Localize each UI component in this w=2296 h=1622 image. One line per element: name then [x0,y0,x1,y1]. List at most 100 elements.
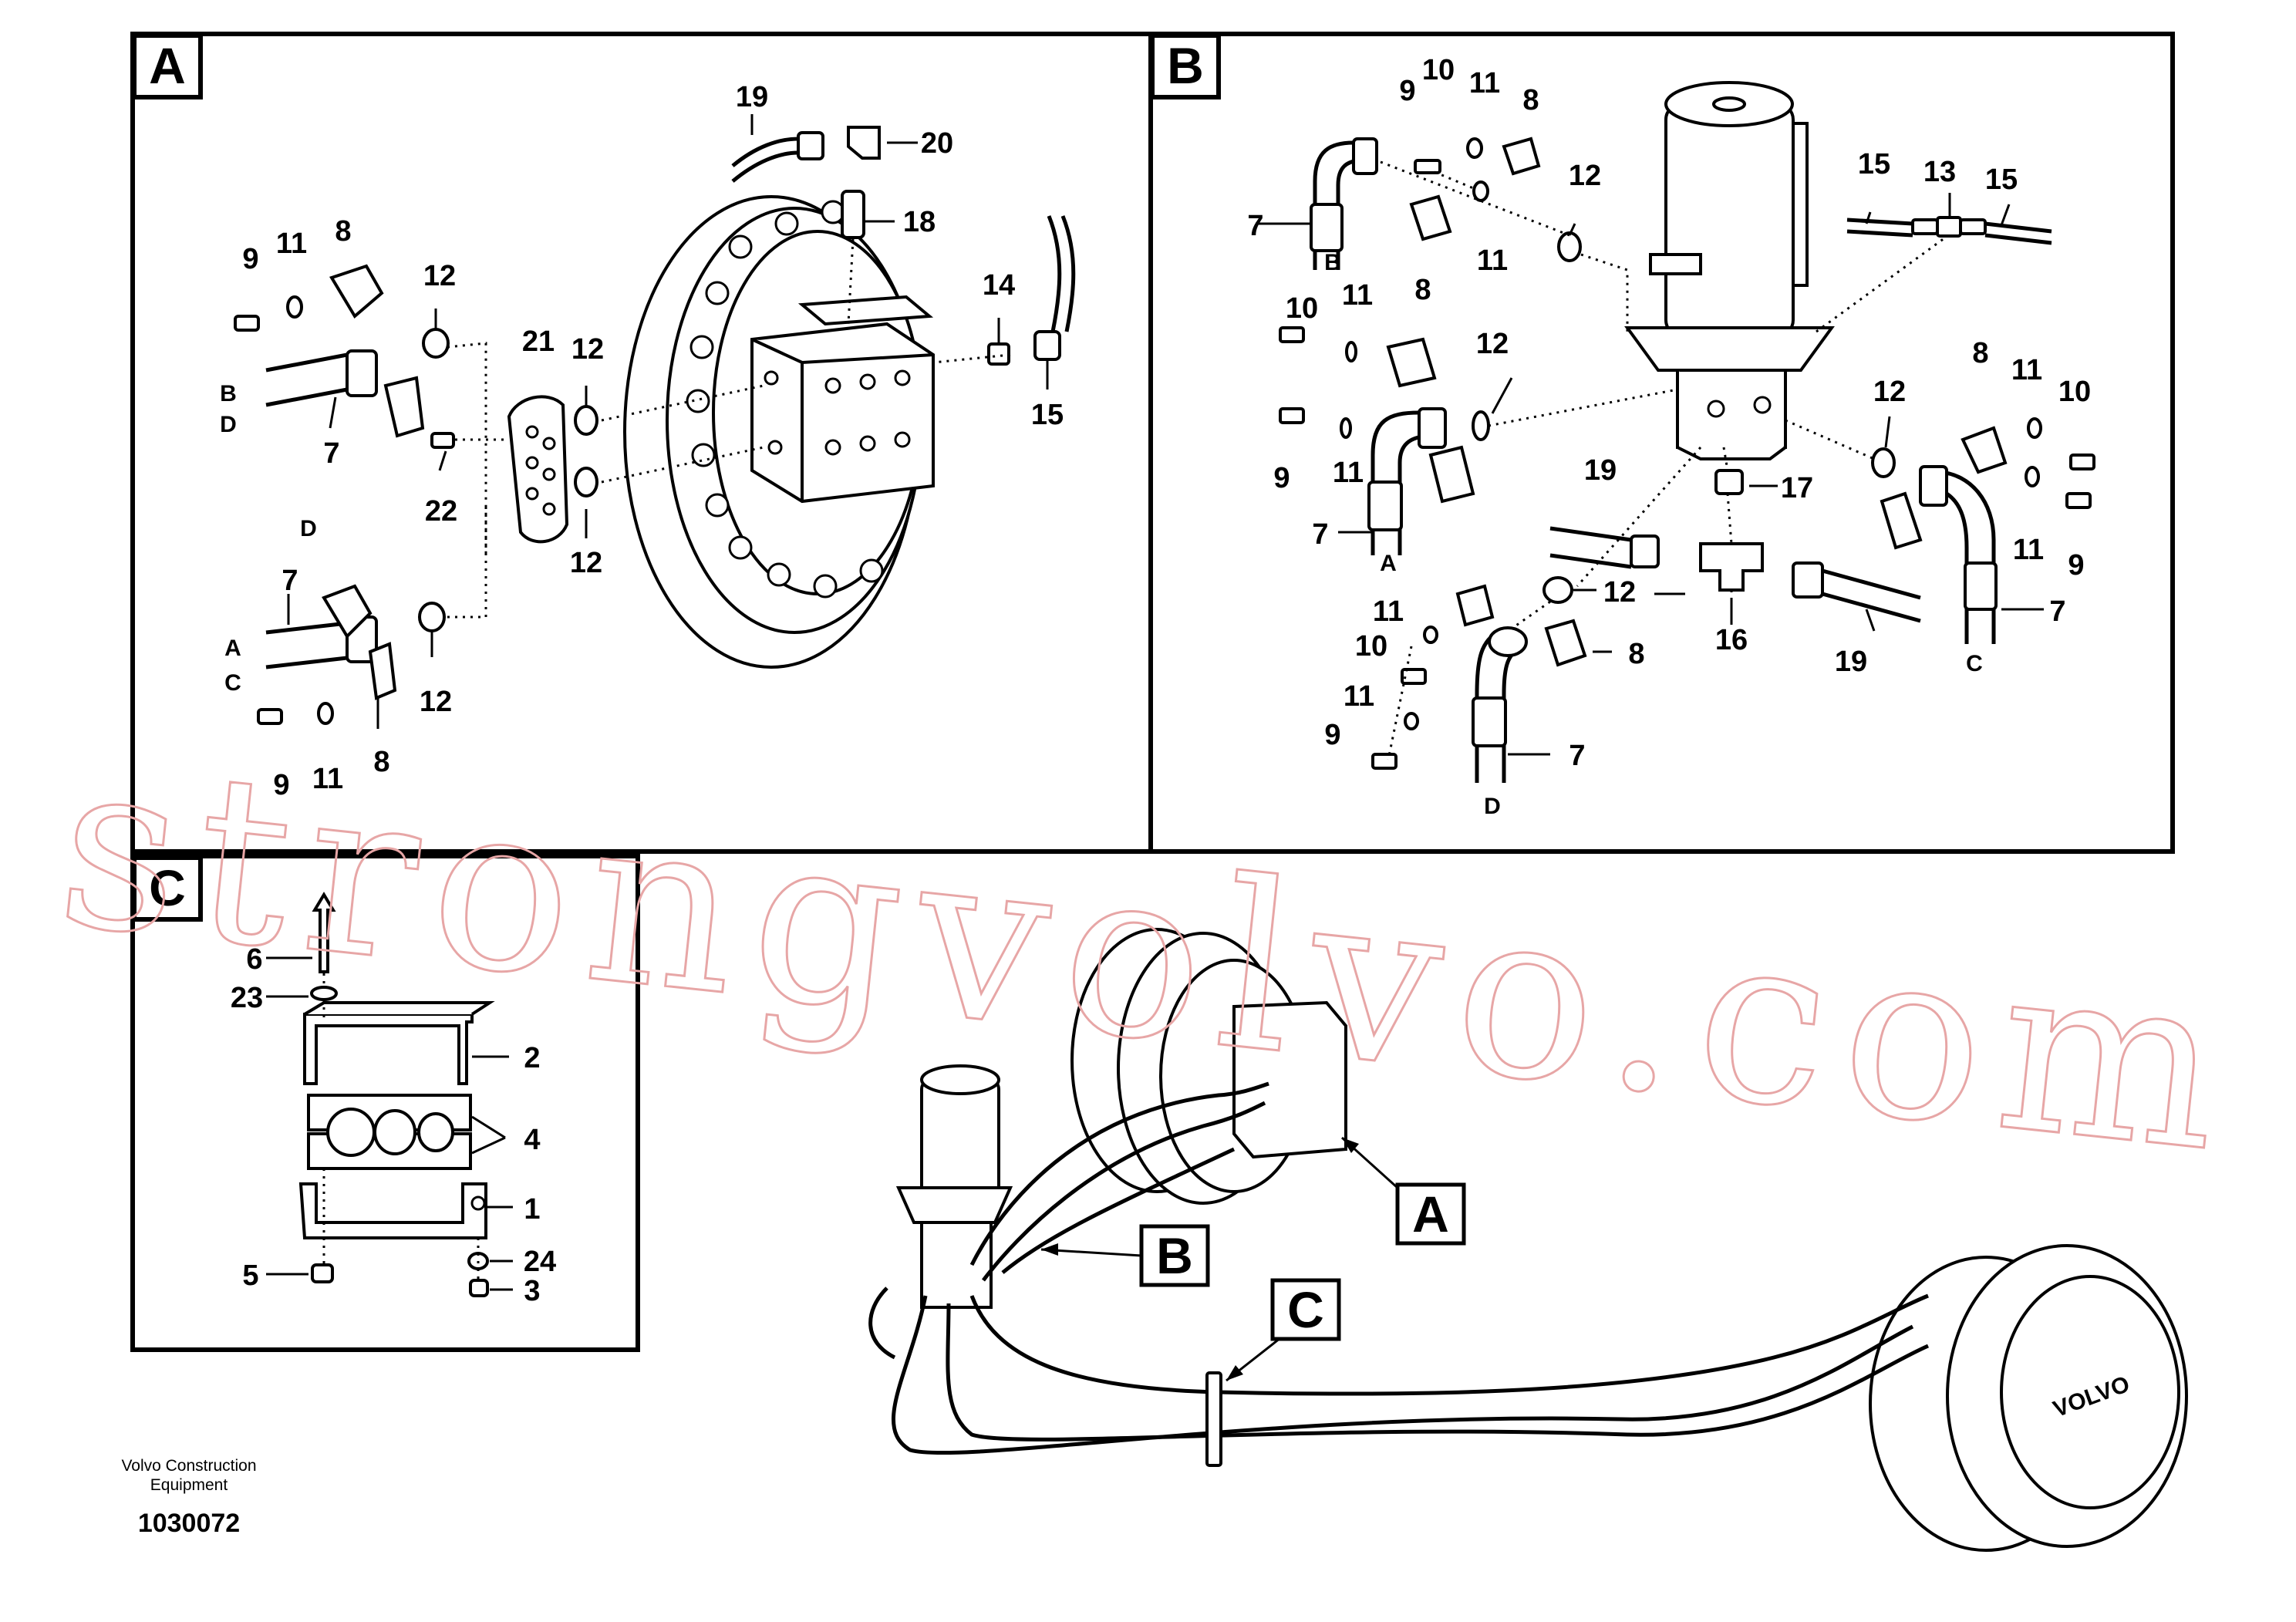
callout-10: 10 [1286,292,1318,325]
callout-11: 11 [1342,279,1373,312]
callout-15: 15 [1031,399,1064,431]
callout-2: 2 [524,1042,540,1074]
bolt-6 [312,892,336,973]
maker-line-1: Volvo Construction [121,1457,257,1475]
split-flange-8-top [329,264,384,319]
callout-10: 10 [1422,54,1455,86]
tee-16 [1699,542,1764,592]
o-ring-12-d [418,602,446,632]
callout-12: 12 [570,547,602,579]
split-flange-b-top [1502,137,1541,176]
callout-9: 9 [1324,719,1340,751]
o-ring-12-b [574,405,598,436]
callout-3: 3 [524,1275,540,1307]
bracket-1 [298,1182,487,1239]
panel-c-callouts: 6 23 2 4 1 5 24 3 [231,943,556,1307]
drawing-number: 1030072 [137,1509,241,1538]
overview-illustration: VOLVO A B C [868,928,2188,1552]
callout-11: 11 [1477,244,1508,277]
hose-end-b: B [1324,250,1341,275]
callout-19: 19 [1584,454,1617,487]
bolt-9-bottom [257,708,283,725]
callout-7: 7 [2049,595,2065,628]
hose-end-d: D [220,412,237,437]
cover-2 [303,1013,474,1085]
panel-b-frame [1148,32,2175,854]
callout-12: 12 [1603,576,1636,609]
overview-tag-b: B [1040,1224,1210,1287]
callout-7: 7 [323,437,339,470]
flange-c [1919,465,1948,507]
overview-tag-a-text: A [1412,1185,1449,1243]
panel-a-label-text: A [149,37,186,94]
hose-19-a [731,137,799,167]
o-ring-12-a [422,328,450,359]
callout-7: 7 [1312,518,1328,551]
callout-15: 15 [1985,164,2018,196]
panel-a-drawing [234,114,1076,729]
callout-15: 15 [1858,148,1890,180]
split-flange-b-mid [1386,337,1437,388]
elbow-fitting-20 [847,126,881,160]
callout-7: 7 [282,565,298,597]
callout-20: 20 [921,127,953,160]
o-ring-b-mid [1472,410,1490,441]
callout-12: 12 [1569,160,1601,192]
callout-9: 9 [2068,549,2084,582]
callout-6: 6 [246,943,262,976]
panel-b-drawing [1256,81,2095,783]
panel-a-label: A [132,33,203,99]
footer: Volvo Construction Equipment 1030072 [100,1456,278,1539]
nut-5 [311,1263,334,1283]
bolt-9-top [234,315,260,332]
callout-10: 10 [2058,376,2091,408]
callout-5: 5 [242,1259,258,1292]
callout-8: 8 [1414,274,1431,306]
overview-tag-b-text: B [1156,1227,1193,1284]
tee-13 [1936,216,1962,238]
callout-9: 9 [242,243,258,275]
callout-11: 11 [1344,680,1374,713]
callout-12: 12 [1476,328,1509,360]
washer-11-top [286,295,303,319]
callout-7: 7 [1247,210,1263,242]
callout-9: 9 [1273,462,1290,494]
bolt-b-top [1414,159,1441,174]
callout-11: 11 [312,763,343,795]
screw-22 [430,432,455,449]
callout-11: 11 [2011,354,2042,386]
flange-b-top [1352,137,1378,175]
callout-8: 8 [373,746,389,778]
panel-c-drawing [266,892,513,1297]
callout-11: 11 [1373,595,1404,628]
callout-7: 7 [1569,740,1585,772]
callout-8: 8 [1628,638,1644,670]
callout-14: 14 [983,269,1015,302]
callout-13: 13 [1923,156,1956,188]
callout-16: 16 [1715,624,1748,656]
travel-motor-illustration [623,195,935,669]
callout-9: 9 [273,769,289,801]
callout-11: 11 [1469,67,1500,99]
screw-3 [469,1279,489,1297]
flange-plate-21 [507,395,569,544]
panel-c-label-text: C [149,859,186,916]
hose-end-c: C [224,670,241,696]
overview-clamp [1205,1371,1222,1467]
callout-21: 21 [522,325,555,358]
adapter-17 [1714,469,1744,495]
split-flange-b-right [1961,426,2008,474]
callout-11: 11 [1333,457,1364,489]
panel-b-callouts: 10 9 11 8 12 7 11 15 13 15 10 11 8 12 9 … [1247,54,2091,819]
callout-22: 22 [425,495,457,528]
panel-b-label: B [1150,33,1221,99]
hose-end-a: A [224,636,241,661]
panel-c-frame [130,854,640,1352]
callout-18: 18 [903,206,936,238]
split-flange-8-bottom [322,584,373,639]
hose-end-d: D [1484,794,1501,819]
callout-23: 23 [231,982,263,1014]
panel-a-callouts: 19 20 18 9 11 8 12 21 12 14 15 7 22 12 7… [220,81,1064,801]
connector-15 [1033,330,1061,361]
panel-b-label-text: B [1167,37,1204,94]
